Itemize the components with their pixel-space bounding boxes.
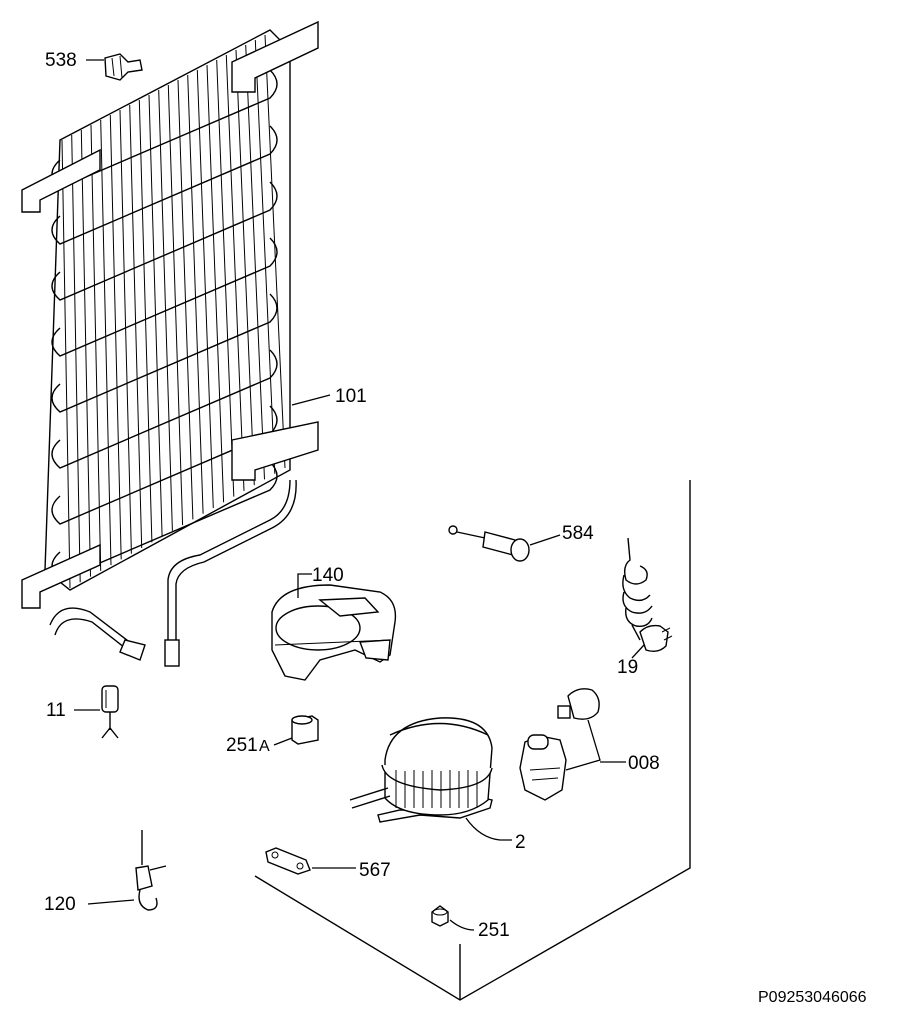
condenser-wire [225, 54, 245, 491]
grommet-251A: 251 A [226, 715, 319, 756]
clip-538: 538 [45, 50, 143, 81]
svg-text:A: A [259, 738, 270, 755]
svg-text:251: 251 [226, 735, 258, 756]
condenser-wire [109, 114, 122, 560]
condenser-wire [264, 34, 286, 469]
svg-text:251: 251 [478, 920, 510, 941]
svg-text:008: 008 [628, 753, 660, 774]
condenser-wire [216, 59, 235, 497]
condenser-wire [61, 139, 71, 589]
svg-text:567: 567 [359, 860, 391, 881]
condenser-wire [80, 129, 91, 577]
condenser-assembly [21, 20, 319, 667]
svg-text:538: 538 [45, 50, 77, 71]
power-cord-19: 19 [617, 537, 673, 678]
svg-text:11: 11 [46, 700, 66, 721]
condenser-wire [119, 109, 132, 554]
svg-text:101: 101 [335, 386, 367, 407]
condenser-coil [51, 349, 278, 469]
grommet-251: 251 [431, 905, 510, 941]
condenser-coil [51, 69, 278, 189]
condenser-wire [245, 44, 265, 480]
condenser-coil [51, 405, 278, 525]
drawing-code: P09253046066 [758, 989, 867, 1006]
bracket-567: 567 [265, 847, 391, 881]
condenser-wire [177, 79, 194, 520]
condenser-wire [100, 119, 112, 566]
condenser-coil [51, 237, 278, 357]
drip-tray-140: 140 [271, 565, 397, 681]
condenser-wire [90, 124, 102, 571]
condenser-wire [196, 69, 214, 509]
condenser-wire [235, 49, 255, 486]
compressor-2: 2 [349, 717, 526, 853]
condenser-coil [51, 461, 278, 581]
condenser-wire [206, 64, 225, 503]
condenser-coil [51, 125, 278, 245]
svg-text:19: 19 [617, 657, 638, 678]
condenser-coil [51, 293, 278, 413]
condenser-wire [138, 99, 153, 543]
condenser-wire [129, 104, 143, 549]
capillary-120: 120 [44, 830, 167, 915]
svg-text:584: 584 [562, 523, 594, 544]
svg-text:140: 140 [312, 565, 344, 586]
condenser-wire [254, 39, 276, 474]
condenser-wire [167, 84, 184, 526]
part-label-101: 101 [291, 386, 367, 407]
sensor-584: 584 [448, 523, 594, 562]
condenser-coil [51, 181, 278, 301]
cabinet-base-outline [254, 480, 691, 1001]
relay-overload-008: 008 [519, 688, 660, 801]
filter-drier-11: 11 [46, 685, 119, 739]
svg-text:120: 120 [44, 894, 76, 915]
condenser-wire [71, 134, 81, 583]
condenser-wire [187, 74, 204, 514]
svg-text:2: 2 [515, 832, 526, 853]
